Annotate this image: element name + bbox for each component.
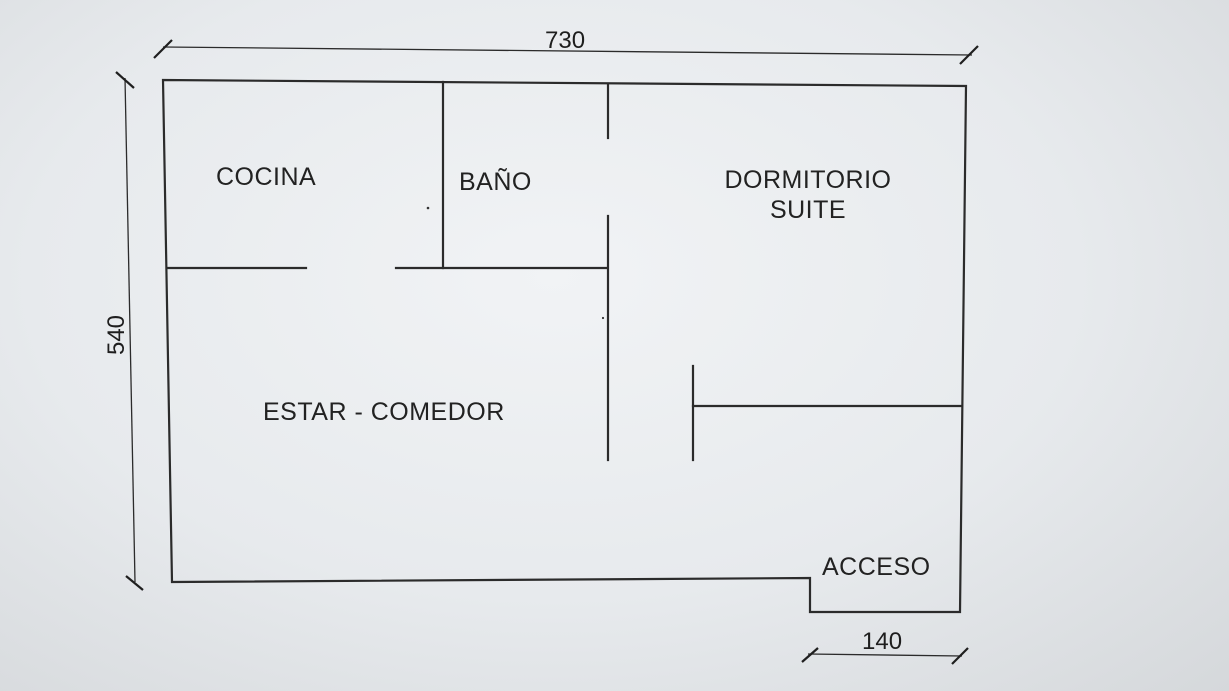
room-label-dormitorio-line2: SUITE bbox=[769, 196, 847, 224]
room-label-acceso: ACCESO bbox=[822, 553, 931, 581]
outer-wall bbox=[161, 78, 968, 614]
room-label-dormitorio-line1: DORMITORIO bbox=[724, 166, 892, 194]
room-label-cocina: COCINA bbox=[216, 163, 317, 191]
stray-dot bbox=[426, 206, 430, 210]
room-label-bano: BAÑO bbox=[459, 168, 532, 196]
dimension-line-width bbox=[162, 46, 973, 56]
room-label-estar-comedor: ESTAR - COMEDOR bbox=[263, 398, 505, 426]
dimension-tick bbox=[951, 647, 969, 665]
dimension-tick bbox=[153, 39, 173, 59]
dimension-tick bbox=[125, 575, 144, 591]
dimension-label-height: 540 bbox=[103, 314, 131, 356]
dimension-label-acceso: 140 bbox=[862, 628, 903, 655]
stray-dot bbox=[601, 316, 605, 320]
dimension-line-height bbox=[124, 77, 136, 583]
dimension-tick bbox=[801, 647, 819, 663]
dimension-tick bbox=[959, 45, 979, 65]
room-label-dormitorio: DORMITORIO SUITE bbox=[678, 165, 938, 225]
dimension-label-width: 730 bbox=[545, 27, 586, 54]
dimension-line-acceso bbox=[807, 653, 963, 657]
dimension-tick bbox=[115, 71, 135, 89]
